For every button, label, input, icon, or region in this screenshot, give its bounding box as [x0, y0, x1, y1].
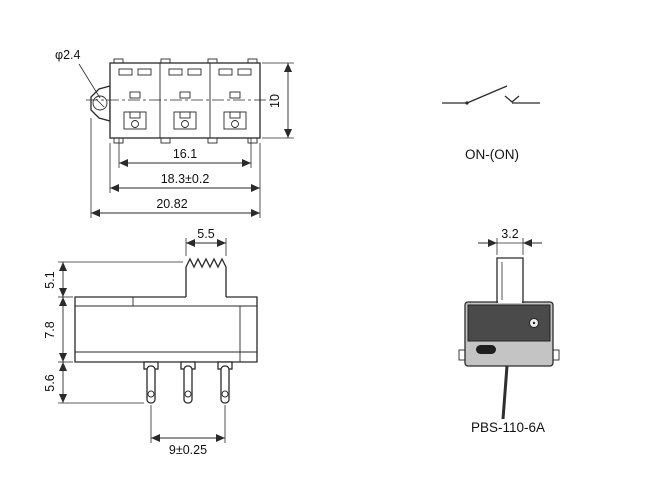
momentary-contact-mark — [504, 95, 520, 103]
dim-hole-diameter: φ2.4 — [55, 48, 81, 62]
part-number: PBS-110-6A — [471, 420, 545, 435]
dim-width-inner: 16.1 — [173, 147, 197, 161]
switch-body-outline — [109, 62, 261, 139]
dim-body-height: 7.8 — [43, 321, 57, 338]
terminal-pins — [143, 361, 233, 404]
dim-front-actuator-width: 3.2 — [501, 227, 518, 241]
actuator-knurl — [185, 257, 227, 297]
front-view: 3.2 PBS-110-6A — [458, 227, 560, 435]
side-view: 5.5 5.1 7.8 5.6 — [43, 227, 258, 457]
front-terminal-pin — [501, 365, 509, 420]
switch-lever — [466, 85, 508, 104]
dim-actuator-width: 5.5 — [197, 227, 214, 241]
dim-top-height: 10 — [268, 94, 282, 108]
body-slot — [476, 345, 496, 354]
dim-width-total: 20.82 — [156, 197, 187, 211]
top-view: φ2.4 10 16.1 18.3±0.2 20.82 — [55, 48, 294, 218]
dim-width-body: 18.3±0.2 — [161, 172, 210, 186]
side-body-outline — [74, 296, 258, 363]
front-actuator — [496, 257, 524, 303]
dim-pin-length: 5.6 — [43, 374, 57, 391]
mounting-hole — [92, 95, 108, 111]
circuit-symbol: ON-(ON) — [442, 85, 540, 162]
switch-function-label: ON-(ON) — [465, 147, 519, 162]
dim-pin-span: 9±0.25 — [169, 443, 207, 457]
dim-actuator-height: 5.1 — [43, 271, 57, 288]
